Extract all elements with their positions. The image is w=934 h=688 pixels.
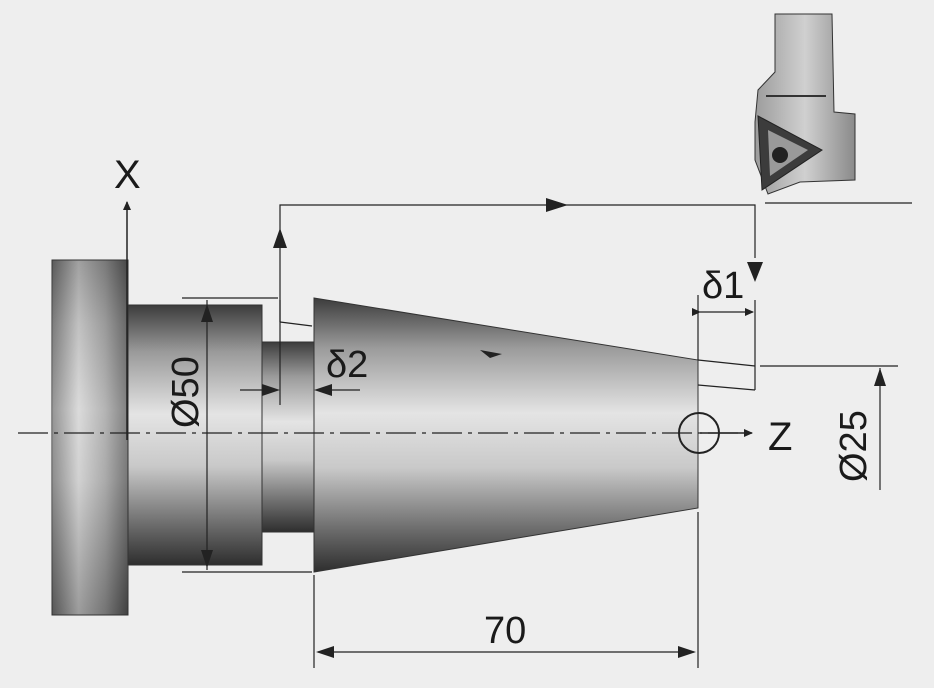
diameter25-label: Ø25	[833, 410, 875, 482]
length-label: 70	[484, 610, 526, 652]
diameter25-dimension	[760, 365, 898, 490]
path-arrow-right	[546, 198, 568, 212]
workpiece-zero-point	[678, 412, 720, 454]
delta2-dimension	[240, 300, 360, 405]
diameter50-label: Ø50	[165, 356, 207, 428]
lathe-chuck-icon	[51, 259, 129, 616]
z-axis-label: Z	[768, 415, 792, 459]
taper-feed-arrow	[480, 350, 502, 358]
cutting-tool-icon	[754, 13, 856, 195]
diameter50-dimension	[182, 297, 312, 573]
path-arrow-down	[747, 262, 763, 282]
shoulder-d50	[127, 304, 263, 566]
delta1-dimension	[692, 295, 754, 360]
taper-cone	[313, 297, 699, 573]
tool-path	[279, 204, 756, 391]
length-dimension	[313, 512, 699, 668]
delta1-label: δ1	[702, 265, 744, 307]
delta2-label: δ2	[326, 344, 368, 386]
path-arrow-up	[273, 228, 287, 248]
x-axis-label: X	[114, 153, 141, 197]
neck	[261, 341, 315, 533]
